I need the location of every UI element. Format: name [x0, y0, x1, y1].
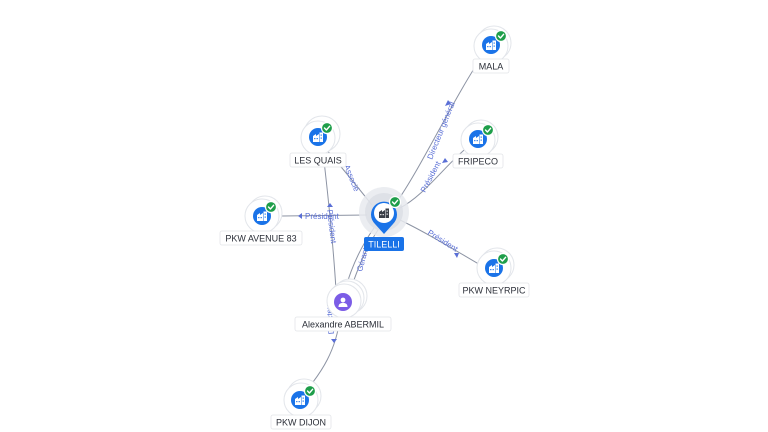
node-fripeco[interactable]: FRIPECO — [452, 119, 504, 169]
node-label-tilelli: TILELLI — [368, 240, 400, 250]
edge-label-tilelli-fripeco: Président — [419, 159, 443, 194]
node-alexandre-abermil[interactable]: Alexandre ABERMIL — [294, 278, 392, 332]
node-les-quais[interactable]: LES QUAIS — [289, 115, 347, 168]
edge-tilelli-pkw-avenue-83[interactable]: Président — [281, 212, 368, 221]
verified-icon — [303, 384, 317, 398]
node-mala[interactable]: MALA — [472, 25, 512, 74]
edge-label-tilelli-pkw-neyrpic: Président — [426, 228, 460, 254]
edge-label-abermil-les-quais: Président — [325, 209, 338, 244]
node-label-fripeco: FRIPECO — [458, 157, 498, 167]
edge-tilelli-pkw-neyrpic[interactable]: Président — [399, 219, 483, 267]
node-label-les-quais: LES QUAIS — [294, 156, 342, 166]
edge-label-tilelli-pkw-avenue-83: Président — [305, 212, 340, 221]
verified-icon — [494, 29, 508, 43]
verified-icon — [481, 123, 495, 137]
node-tilelli-central[interactable]: TILELLI — [359, 187, 409, 251]
edge-label-tilelli-mala: Directeur général — [426, 100, 457, 160]
node-label-pkw-avenue-83: PKW AVENUE 83 — [225, 234, 296, 244]
node-label-mala: MALA — [479, 62, 504, 72]
verified-icon — [496, 252, 510, 266]
node-pkw-neyrpic[interactable]: PKW NEYRPIC — [458, 247, 530, 298]
node-pkw-dijon[interactable]: PKW DIJON — [270, 378, 332, 430]
node-label-pkw-dijon: PKW DIJON — [276, 418, 326, 428]
edge-abermil-les-quais[interactable]: Président — [322, 151, 338, 291]
edge-label-tilelli-les-quais: Associé — [342, 163, 361, 193]
verified-icon — [320, 121, 334, 135]
node-label-pkw-neyrpic: PKW NEYRPIC — [462, 286, 526, 296]
node-pkw-avenue-83[interactable]: PKW AVENUE 83 — [219, 195, 303, 246]
verified-icon — [388, 195, 402, 209]
nodes-layer: MALA FRIPECO LES QUAIS — [219, 25, 530, 430]
verified-icon — [264, 200, 278, 214]
node-label-alexandre-abermil: Alexandre ABERMIL — [302, 320, 384, 330]
